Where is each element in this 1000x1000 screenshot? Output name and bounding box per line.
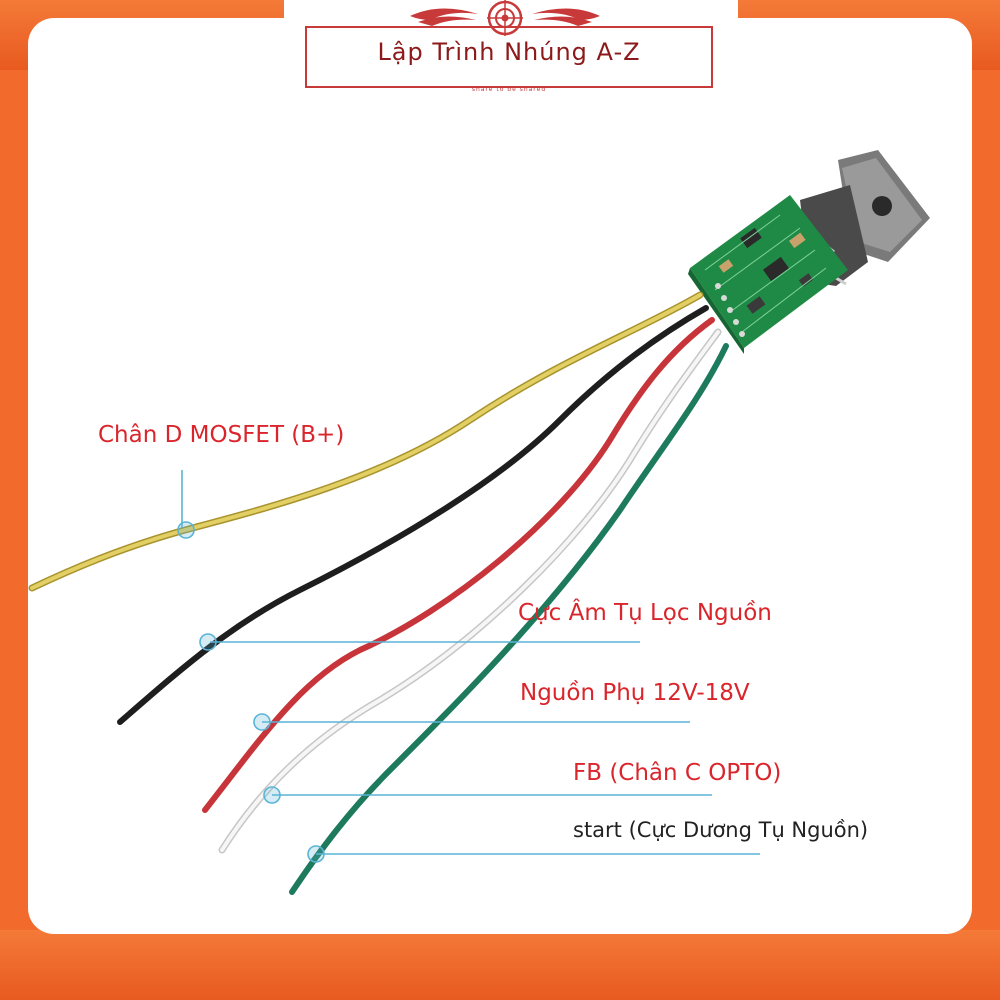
label-red-wire: Nguồn Phụ 12V-18V bbox=[520, 680, 750, 706]
pcb-board bbox=[688, 195, 848, 354]
frame-bottom-band bbox=[0, 930, 1000, 1000]
black-wire bbox=[117, 305, 709, 725]
wires bbox=[28, 291, 729, 895]
label-white-wire: FB (Chân C OPTO) bbox=[573, 760, 782, 786]
brand-tagline: share to be shared bbox=[471, 86, 547, 93]
pointer-lines bbox=[177, 470, 760, 863]
label-black-wire: Cực Âm Tụ Lọc Nguồn bbox=[518, 600, 772, 626]
label-yellow-wire: Chân D MOSFET (B+) bbox=[98, 422, 345, 448]
green-wire bbox=[289, 343, 729, 895]
red-wire bbox=[202, 317, 715, 813]
brand-title: Lập Trình Nhúng A-Z bbox=[377, 38, 641, 66]
label-green-wire: start (Cực Dương Tụ Nguồn) bbox=[573, 818, 869, 842]
brand-banner bbox=[284, 0, 738, 100]
winged-target-logo-icon bbox=[410, 0, 600, 36]
white-card bbox=[28, 18, 972, 934]
